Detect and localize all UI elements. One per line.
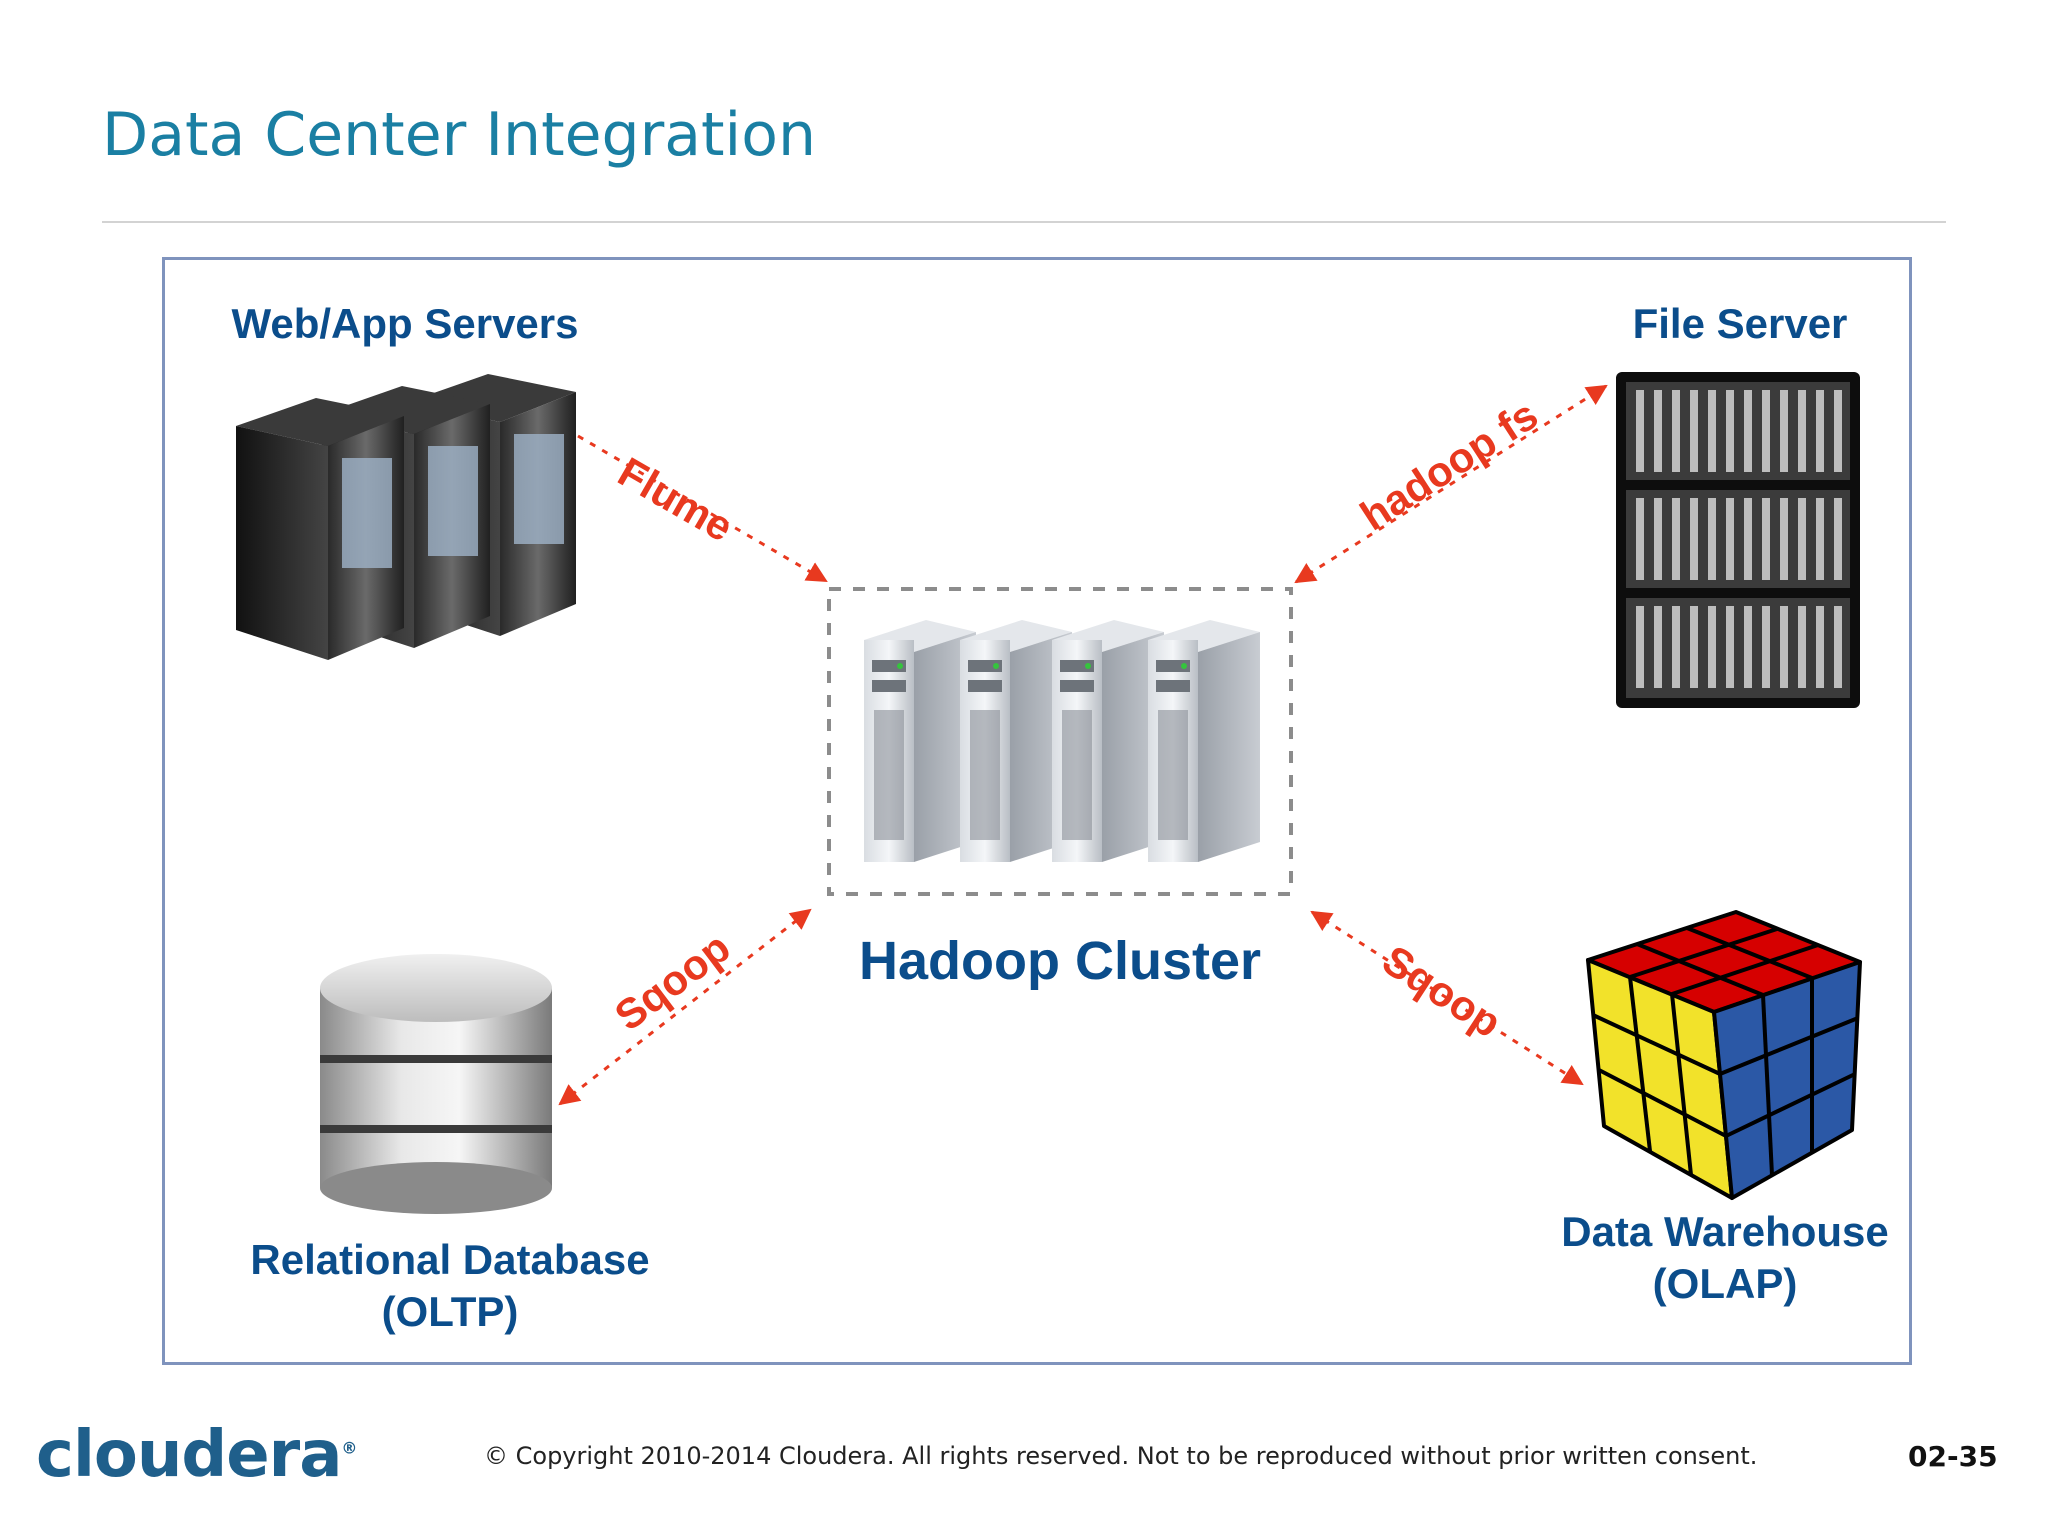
edge-sqoop-right [1310,910,1584,1086]
server-cluster-icon [864,620,1260,862]
label-web-app-servers: Web/App Servers [231,300,579,347]
rack-server-icon [1616,372,1860,708]
label-data-warehouse: Data Warehouse [1561,1208,1889,1255]
edge-hadoop-fs [1294,384,1608,584]
page-number: 02-35 [1908,1440,1998,1473]
title-divider [102,221,1946,223]
edge-flume [577,434,828,583]
cloudera-logo: cloudera® [36,1418,357,1492]
database-icon [320,954,552,1214]
page-title: Data Center Integration [102,100,816,170]
label-data-warehouse-type: (OLAP) [1652,1260,1798,1307]
label-relational-db-type: (OLTP) [381,1288,519,1335]
copyright-footer: © Copyright 2010-2014 Cloudera. All righ… [484,1442,1758,1470]
diagram-frame [162,257,1912,1365]
tower-servers-icon [236,374,576,660]
label-file-server: File Server [1632,300,1848,347]
label-relational-db: Relational Database [250,1236,650,1283]
olap-cube-icon [1586,910,1862,1200]
edge-sqoop-left [558,908,812,1106]
label-hadoop-cluster: Hadoop Cluster [858,931,1262,991]
